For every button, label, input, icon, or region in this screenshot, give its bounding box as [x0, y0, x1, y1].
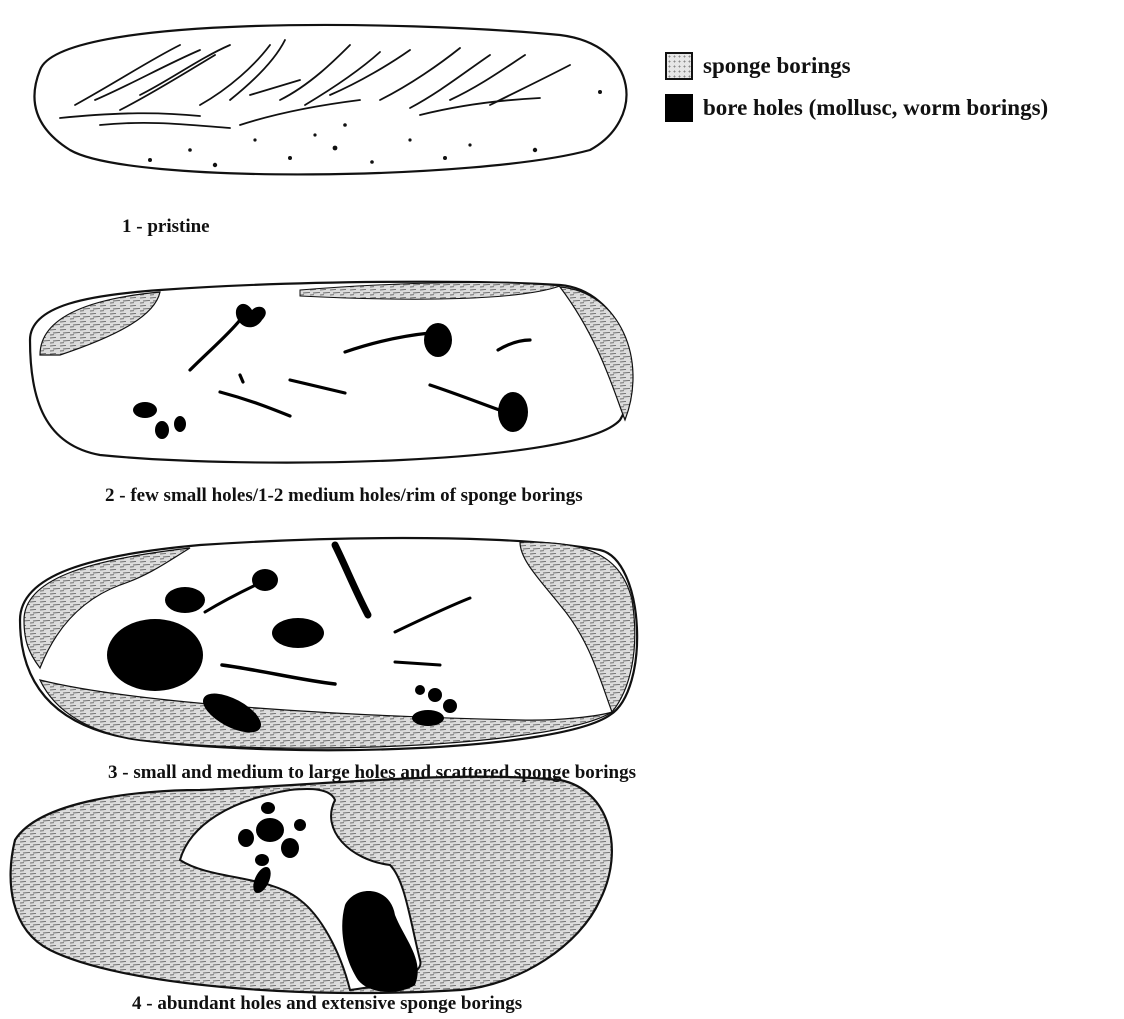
shell-stage-3: [20, 538, 637, 750]
legend-sponge-label: sponge borings: [703, 53, 851, 79]
caption-stage-2: 2 - few small holes/1-2 medium holes/rim…: [105, 485, 583, 507]
legend-bore: bore holes (mollusc, worm borings): [665, 94, 1048, 122]
sponge-swatch-icon: [665, 52, 693, 80]
bore-swatch-icon: [665, 94, 693, 122]
caption-stage-3: 3 - small and medium to large holes and …: [108, 762, 636, 784]
shell-pristine: [34, 25, 626, 174]
legend-bore-label: bore holes (mollusc, worm borings): [703, 95, 1048, 121]
caption-stage-1: 1 - pristine: [122, 216, 210, 238]
caption-stage-4: 4 - abundant holes and extensive sponge …: [132, 993, 522, 1015]
legend-sponge: sponge borings: [665, 52, 851, 80]
shell-stage-2: [30, 282, 633, 463]
shell-stage-4: [11, 777, 612, 993]
shell-outline: [34, 25, 626, 174]
